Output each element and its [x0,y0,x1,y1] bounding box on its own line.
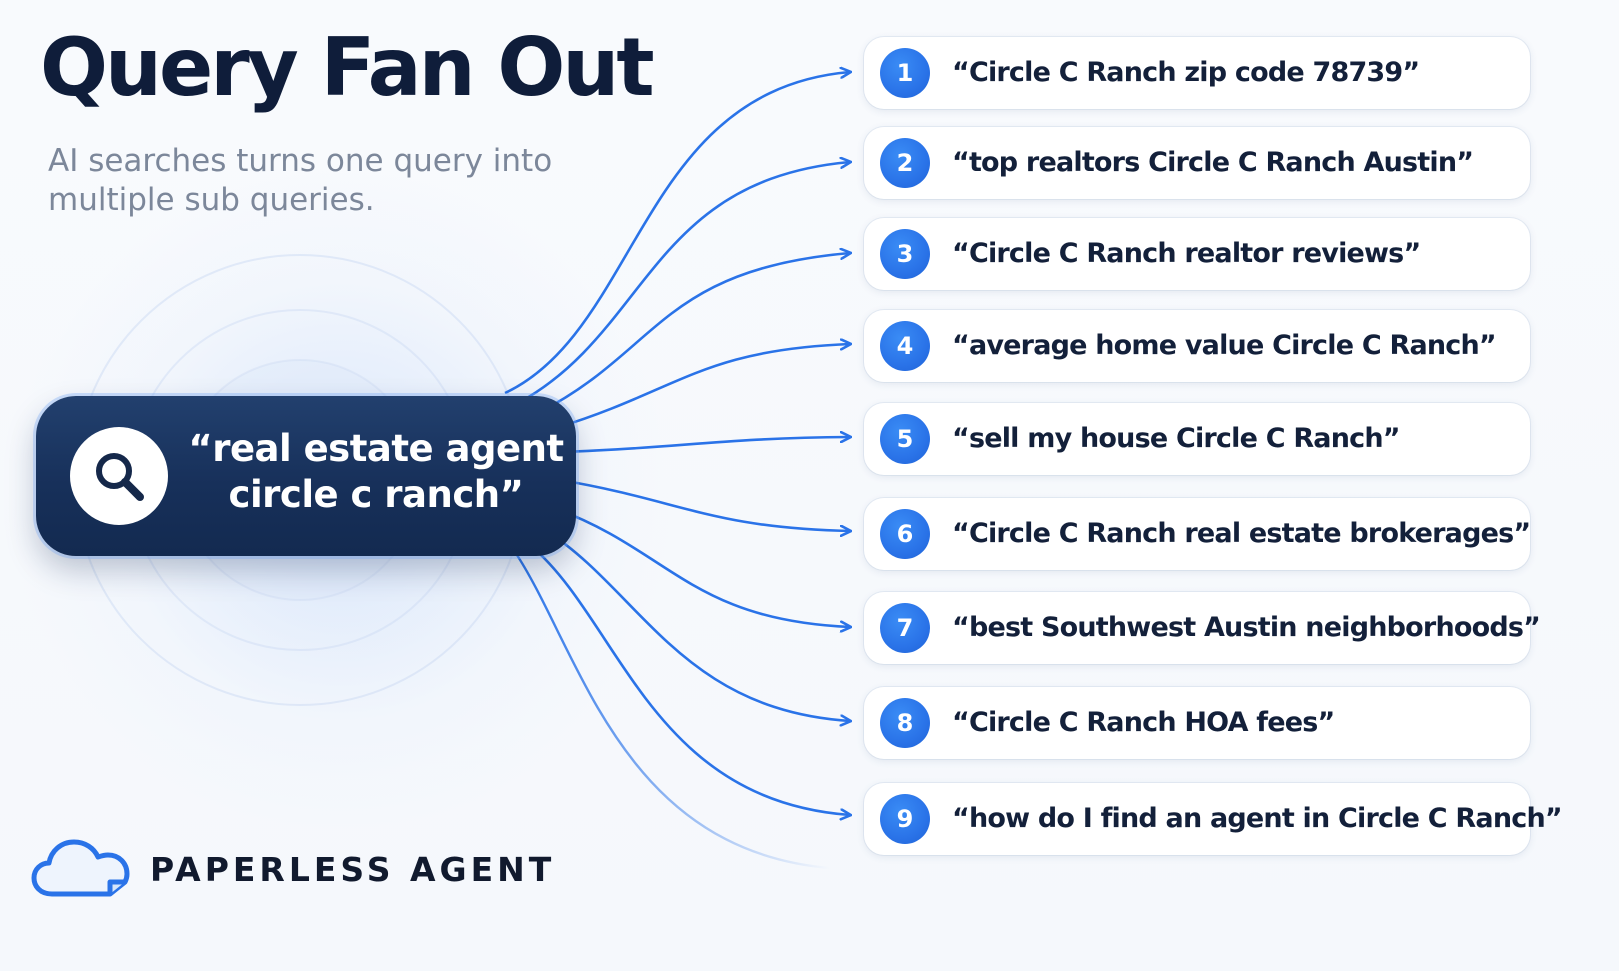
sub-query-item-3: 3 “Circle C Ranch realtor reviews” [864,218,1530,290]
main-query-box: “real estate agent circle c ranch” [36,396,576,556]
sub-query-text: “Circle C Ranch realtor reviews” [952,238,1421,269]
number-badge: 3 [880,229,930,279]
connector-9 [529,544,850,815]
sub-query-text: “average home value Circle C Ranch” [952,330,1497,361]
number-badge: 5 [880,414,930,464]
sub-query-item-8: 8 “Circle C Ranch HOA fees” [864,687,1530,759]
cloud-document-icon [31,839,130,897]
sub-query-text: “sell my house Circle C Ranch” [952,423,1401,454]
number-badge: 4 [880,321,930,371]
connector-7 [553,506,850,627]
brand-name: PAPERLESS AGENT [150,850,556,889]
sub-query-item-1: 1 “Circle C Ranch zip code 78739” [864,37,1530,109]
sub-query-text: “Circle C Ranch zip code 78739” [952,57,1420,88]
connector-3 [539,253,850,414]
number-badge: 2 [880,138,930,188]
sub-query-item-4: 4 “average home value Circle C Ranch” [864,310,1530,382]
connector-5 [561,437,850,454]
connector-1 [504,72,850,395]
search-icon [70,427,168,525]
sub-query-item-6: 6 “Circle C Ranch real estate brokerages… [864,498,1531,570]
sub-query-text: “best Southwest Austin neighborhoods” [952,612,1541,643]
page-subtitle: AI searches turns one query into multipl… [48,143,553,218]
number-badge: 9 [880,794,930,844]
connector-8 [544,528,850,721]
sub-query-item-5: 5 “sell my house Circle C Ranch” [864,403,1530,475]
number-badge: 8 [880,698,930,748]
sub-query-text: “Circle C Ranch HOA fees” [952,707,1335,738]
connector-4 [555,344,850,430]
number-badge: 1 [880,48,930,98]
number-badge: 6 [880,509,930,559]
sub-query-text: “Circle C Ranch real estate brokerages” [952,518,1531,549]
connector-6 [559,478,850,531]
sub-query-item-7: 7 “best Southwest Austin neighborhoods” [864,592,1541,664]
connector-tail [513,551,831,870]
sub-query-text: “how do I find an agent in Circle C Ranc… [952,803,1563,834]
main-query-text: “real estate agent circle c ranch” [188,427,564,516]
connector-2 [519,162,850,404]
sub-query-item-9: 9 “how do I find an agent in Circle C Ra… [864,783,1563,855]
sub-query-text: “top realtors Circle C Ranch Austin” [952,147,1474,178]
number-badge: 7 [880,603,930,653]
sub-query-item-2: 2 “top realtors Circle C Ranch Austin” [864,127,1530,199]
page-title: Query Fan Out [40,21,655,114]
